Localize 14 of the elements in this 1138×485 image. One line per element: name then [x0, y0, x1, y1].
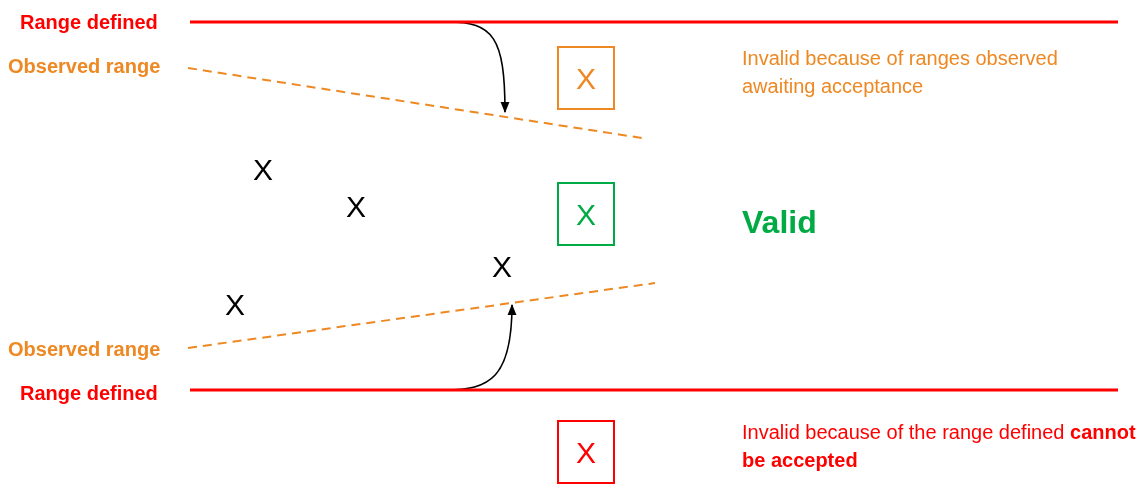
status-description: Invalid because of the range defined cannot be accepted	[742, 420, 1137, 473]
status-box: X	[557, 182, 615, 246]
status-box: X	[557, 46, 615, 110]
data-point-mark: X	[492, 252, 512, 282]
line-label: Range defined	[20, 381, 158, 406]
status-box: X	[557, 420, 615, 484]
status-description: Valid	[742, 203, 818, 242]
data-point-mark: X	[346, 192, 366, 222]
data-point-mark: X	[225, 290, 245, 320]
status-description: Invalid because of ranges observed awaiting acceptance	[742, 46, 1059, 99]
data-point-mark: X	[253, 155, 273, 185]
line-label: Observed range	[8, 54, 161, 79]
line-label: Observed range	[8, 337, 161, 362]
line-label: Range defined	[20, 10, 158, 35]
